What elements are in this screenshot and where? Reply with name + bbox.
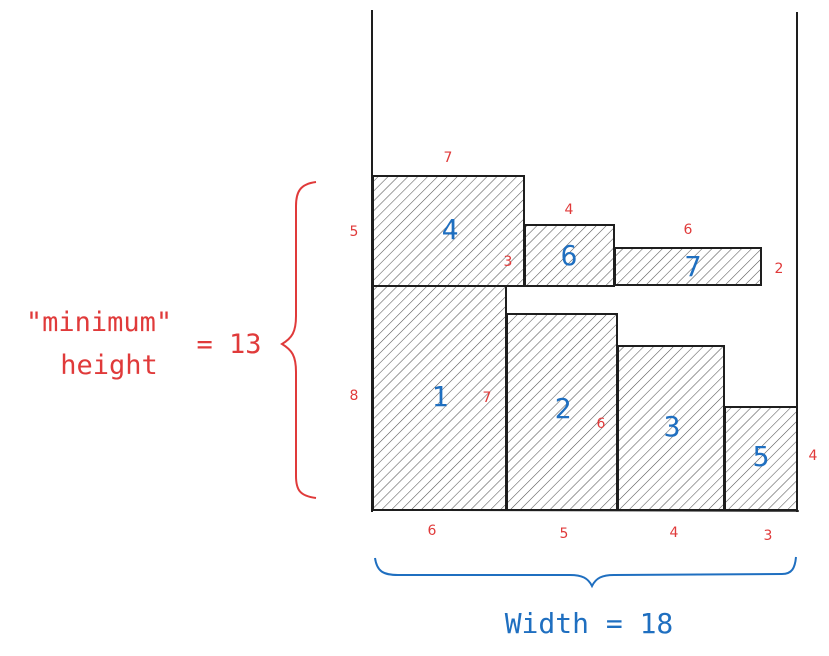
rectangles: 1 6 8 2 5 7 3 4 6 5 3 4 4 7 bbox=[350, 150, 818, 544]
rectangle-4-body bbox=[372, 175, 525, 287]
rectangle-2-body bbox=[506, 313, 618, 511]
rectangle-7-body bbox=[614, 247, 762, 286]
rectangle-5-id: 5 bbox=[753, 440, 770, 473]
rectangle-4: 4 7 5 bbox=[350, 150, 525, 287]
rectangle-2-height-label: 7 bbox=[483, 390, 492, 406]
rectangle-3-width-label: 4 bbox=[670, 525, 679, 541]
height-annotation: "minimum" height = 13 bbox=[26, 181, 317, 499]
height-value: = 13 bbox=[196, 329, 261, 360]
rectangle-1-height-label: 8 bbox=[350, 388, 359, 404]
rectangle-6-width-label: 4 bbox=[565, 202, 574, 218]
rectangle-6: 6 4 3 bbox=[504, 202, 615, 287]
rectangle-4-height-label: 5 bbox=[350, 224, 359, 240]
rectangle-7-id: 7 bbox=[685, 250, 702, 283]
rectangle-7-height-label: 2 bbox=[775, 261, 784, 277]
rectangle-2: 2 5 7 bbox=[483, 313, 618, 542]
rectangle-6-id: 6 bbox=[561, 239, 578, 272]
rectangle-4-width-label: 7 bbox=[444, 150, 453, 166]
rectangle-6-height-label: 3 bbox=[504, 254, 513, 270]
rectangle-7: 7 6 2 bbox=[614, 222, 784, 286]
rectangle-5-height-label: 4 bbox=[809, 448, 818, 464]
rectangle-2-id: 2 bbox=[555, 392, 572, 425]
rectangle-5-width-label: 3 bbox=[764, 528, 773, 544]
rectangle-5: 5 3 4 bbox=[724, 406, 818, 544]
rectangle-5-body bbox=[724, 406, 798, 511]
rectangle-1-width-label: 6 bbox=[428, 523, 437, 539]
rectangle-1-id: 1 bbox=[432, 380, 449, 413]
rectangle-7-width-label: 6 bbox=[684, 222, 693, 238]
rectangle-6-body bbox=[524, 224, 615, 287]
width-annotation: Width = 18 bbox=[374, 556, 797, 640]
height-label-line1: "minimum" bbox=[26, 307, 172, 338]
rectangle-3-id: 3 bbox=[664, 410, 681, 443]
width-brace bbox=[374, 556, 797, 589]
height-label-line2: height bbox=[60, 350, 158, 381]
rectangle-1: 1 6 8 bbox=[350, 285, 507, 539]
rectangle-4-id: 4 bbox=[442, 213, 459, 246]
rectangle-2-width-label: 5 bbox=[560, 526, 569, 542]
width-label: Width = 18 bbox=[505, 607, 674, 640]
rectangle-1-body bbox=[372, 285, 507, 511]
rectangle-3-height-label: 6 bbox=[597, 416, 606, 432]
height-brace bbox=[280, 181, 317, 499]
